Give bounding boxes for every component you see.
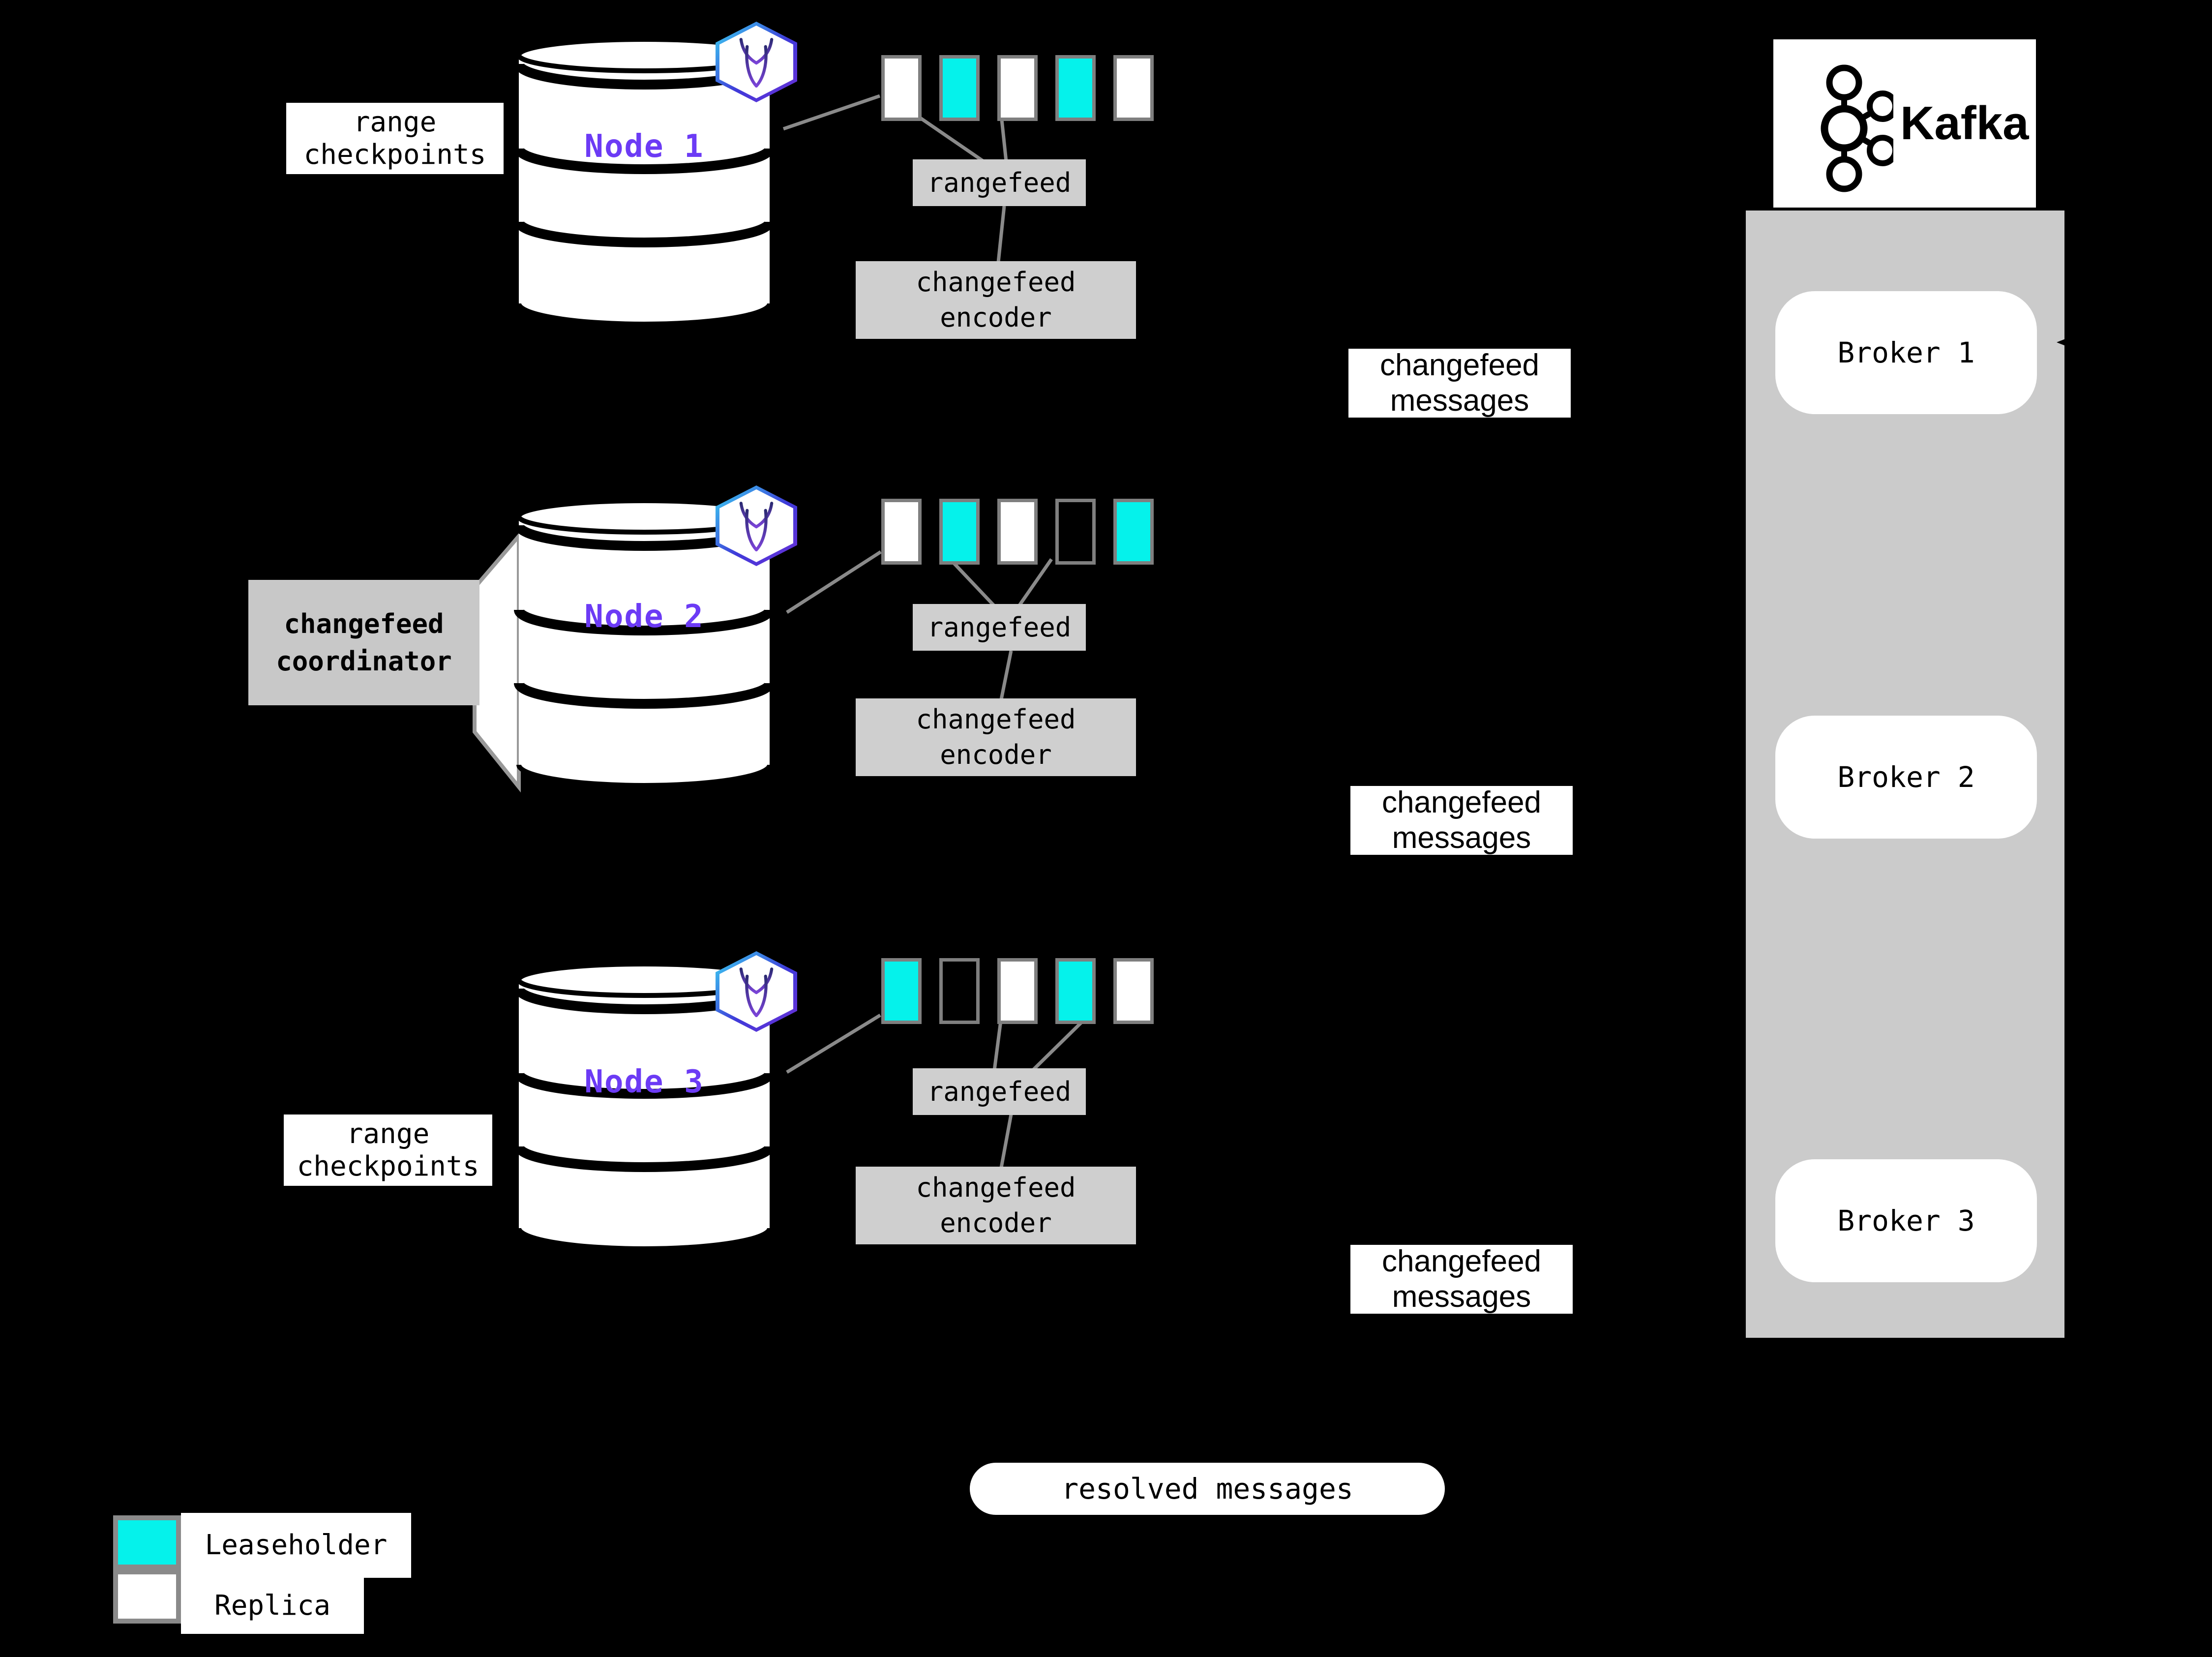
kafka-logo-text: Kafka [1900, 97, 2029, 150]
broker-2-box: Broker 2 [1775, 716, 2037, 839]
arrowhead-into-broker1 [2057, 330, 2089, 355]
node2-range-to-rangefeed-line [1017, 558, 1053, 607]
node3-rangefeed-box: rangefeed [913, 1068, 1086, 1115]
resolved-messages-label: resolved messages [970, 1463, 1445, 1515]
range-replica-square [997, 55, 1038, 121]
cockroach-glyph-icon [739, 38, 774, 88]
node1-label: Node 1 [584, 128, 704, 165]
node3-range-to-rangefeed-line [992, 1017, 1003, 1071]
broker-1-box: Broker 1 [1775, 291, 2037, 414]
node2-range-to-rangefeed-line [949, 558, 996, 607]
node3-rangefeed-to-encoder-line [999, 1114, 1013, 1168]
range-leaseholder-square [939, 499, 980, 565]
cockroach-glyph-icon [739, 502, 774, 551]
legend-replica-swatch [113, 1569, 181, 1624]
range-replica-square [881, 55, 922, 121]
kafka-logo-icon [1821, 64, 1893, 192]
range-replica-square [881, 499, 922, 565]
range-replica-square [1113, 958, 1154, 1024]
node3-database-cylinder-icon [514, 962, 775, 1251]
node1-changefeed-encoder-box: changefeed encoder [856, 261, 1136, 339]
node2-changefeed-encoder-box: changefeed encoder [856, 698, 1136, 776]
node2-range-squares [881, 499, 1154, 565]
range-checkpoints-label: range checkpoints [286, 103, 504, 174]
range-checkpoints-label: range checkpoints [284, 1115, 492, 1186]
node2-rangefeed-box: rangefeed [913, 604, 1086, 651]
range-empty-square [939, 958, 980, 1024]
node3-label: Node 3 [584, 1064, 704, 1100]
cockroachdb-logo-inner [719, 489, 793, 562]
node1-range-to-rangefeed-line [999, 115, 1008, 162]
node1-range-to-rangefeed-line [914, 113, 985, 163]
range-leaseholder-square [1055, 958, 1096, 1024]
node2-changefeed-messages-label: changefeed messages [1350, 786, 1573, 855]
node2-rangefeed-to-encoder-line [999, 650, 1013, 700]
range-leaseholder-square [1113, 499, 1154, 565]
legend-leaseholder-swatch [113, 1515, 181, 1569]
range-replica-square [997, 958, 1038, 1024]
cockroach-glyph-icon [739, 967, 774, 1017]
node1-to-range-line [782, 94, 881, 131]
range-empty-square [1055, 499, 1096, 565]
cockroachdb-logo-inner [719, 26, 793, 98]
legend-replica-label: Replica [181, 1578, 364, 1634]
range-leaseholder-square [939, 55, 980, 121]
cockroachdb-logo-inner [719, 955, 793, 1028]
node1-rangefeed-to-encoder-line [996, 206, 1006, 263]
changefeed-coordinator-label: changefeed coordinator [248, 580, 479, 705]
range-leaseholder-square [881, 958, 922, 1024]
node1-range-squares [881, 55, 1154, 121]
range-leaseholder-square [1055, 55, 1096, 121]
node1-database-cylinder-icon [514, 37, 775, 327]
node3-changefeed-encoder-box: changefeed encoder [856, 1167, 1136, 1244]
node3-range-to-rangefeed-line [1031, 1016, 1088, 1072]
node3-changefeed-messages-label: changefeed messages [1350, 1245, 1573, 1314]
legend-leaseholder-label: Leaseholder [181, 1513, 411, 1578]
range-replica-square [997, 499, 1038, 565]
node1-rangefeed-box: rangefeed [913, 159, 1086, 206]
node3-range-squares [881, 958, 1154, 1024]
node2-to-range-line [786, 550, 882, 614]
node1-changefeed-messages-label: changefeed messages [1348, 349, 1571, 418]
range-replica-square [1113, 55, 1154, 121]
node3-to-range-line [786, 1014, 881, 1074]
node2-label: Node 2 [584, 599, 704, 635]
kafka-logo-box: Kafka [1773, 39, 2036, 208]
broker-3-box: Broker 3 [1775, 1159, 2037, 1282]
